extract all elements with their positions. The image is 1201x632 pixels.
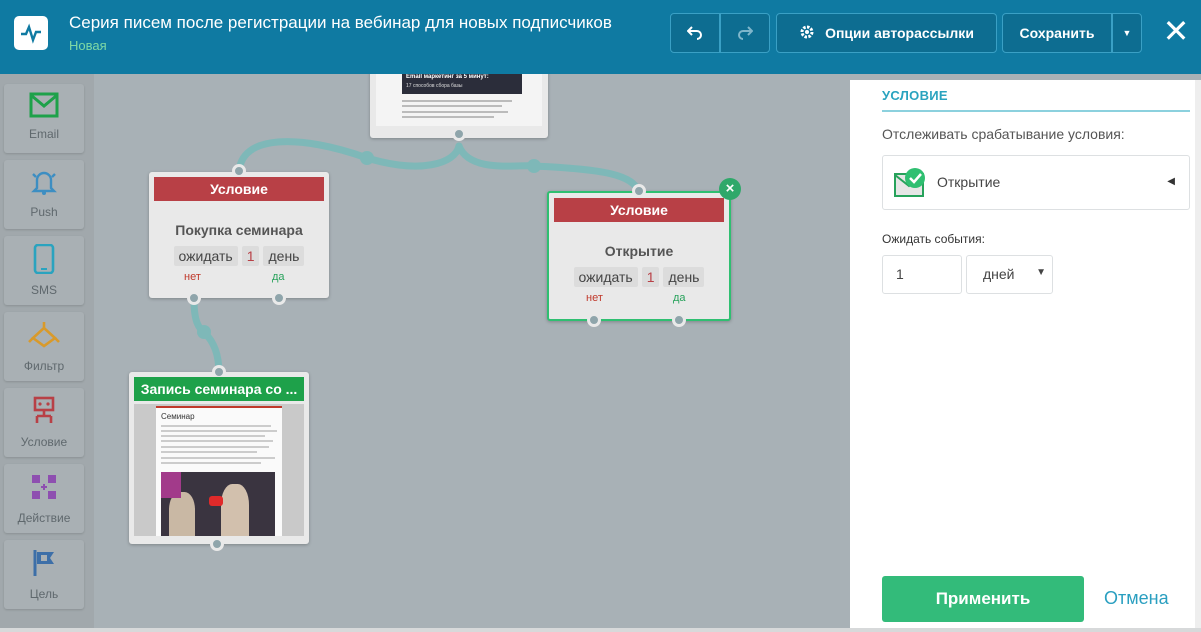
wait-unit-value: дней	[983, 266, 1015, 282]
condition-input-port[interactable]	[632, 184, 646, 198]
toolbar-item-sms[interactable]: SMS	[4, 236, 84, 305]
bottom-border	[0, 628, 1201, 632]
toolbar-item-label: Push	[30, 205, 58, 219]
chevron-down-icon: ▼	[1122, 28, 1132, 38]
branch-no-port[interactable]	[587, 313, 601, 327]
cancel-button[interactable]: Отмена	[1104, 588, 1169, 608]
top-bar: Серия писем после регистрации на вебинар…	[0, 0, 1201, 74]
campaign-status: Новая	[69, 38, 107, 53]
email-output-port[interactable]	[210, 537, 224, 551]
condition-node-header: Условие	[554, 198, 724, 222]
toolbar-item-label: Цель	[29, 587, 59, 601]
line-waypoint	[197, 325, 211, 339]
toolbar-item-label: SMS	[30, 283, 57, 297]
condition-type-select[interactable]: Открытие ◀	[882, 155, 1190, 210]
email-preview-title: Семинар	[161, 412, 195, 421]
panel-scrollbar[interactable]	[1195, 80, 1201, 628]
flow-canvas[interactable]: Email Push SMS Фильтр Условие	[0, 74, 850, 628]
panel-section-title: УСЛОВИЕ	[882, 88, 1190, 112]
wait-unit-select[interactable]: дней ▼	[966, 255, 1053, 294]
line-waypoint	[360, 151, 374, 165]
filter-icon	[27, 320, 61, 353]
email-opened-icon	[893, 166, 929, 203]
wait-value-input[interactable]: 1	[882, 255, 962, 294]
toolbar-item-label: Условие	[20, 435, 68, 449]
wait-unit: день	[263, 246, 305, 266]
track-condition-label: Отслеживать срабатывание условия:	[882, 126, 1125, 142]
toolbar-item-filter[interactable]: Фильтр	[4, 312, 84, 381]
line-waypoint	[527, 159, 541, 173]
wait-unit: день	[663, 267, 705, 287]
email-preview-video	[161, 472, 275, 536]
phone-icon	[29, 243, 59, 277]
toolbar-item-email[interactable]: Email	[4, 84, 84, 153]
toolbar-item-label: Фильтр	[23, 359, 65, 373]
wait-word: ожидать	[573, 267, 638, 287]
condition-node-header: Условие	[154, 177, 324, 201]
condition-type-value: Открытие	[937, 174, 1001, 190]
toolbar-item-label: Email	[28, 127, 59, 141]
email-preview: Семинар	[134, 404, 304, 536]
condition-node-name: Открытие	[604, 243, 674, 259]
email-preview-title: Email маркетинг за 5 минут:	[406, 74, 489, 80]
branch-no-label: нет	[586, 292, 603, 304]
undo-icon	[686, 24, 703, 43]
condition-icon	[29, 396, 59, 429]
undo-button[interactable]	[670, 13, 720, 53]
caret-left-icon: ◀	[1167, 176, 1175, 187]
wait-value: 1	[641, 267, 660, 287]
toolbar-item-label: Действие	[17, 511, 71, 525]
branch-yes-port[interactable]	[672, 313, 686, 327]
flag-icon	[29, 548, 59, 581]
block-toolbar: Email Push SMS Фильтр Условие	[0, 74, 94, 628]
branch-yes-label: да	[272, 271, 285, 283]
condition-input-port[interactable]	[232, 164, 246, 178]
app-logo-icon[interactable]	[14, 16, 48, 50]
condition-node[interactable]: Условие Покупка семинара ожидать 1 день …	[149, 164, 329, 305]
save-options-dropdown[interactable]: ▼	[1112, 13, 1142, 53]
toolbar-item-push[interactable]: Push	[4, 160, 84, 229]
email-preview-subtitle: 17 способов сбора базы	[406, 83, 463, 89]
wait-word: ожидать	[173, 246, 238, 266]
email-node-header: Запись семинара со ...	[134, 377, 304, 401]
branch-yes-port[interactable]	[272, 291, 286, 305]
apply-button[interactable]: Применить	[882, 576, 1084, 622]
gear-icon	[799, 24, 815, 43]
email-output-port[interactable]	[452, 127, 466, 141]
email-node[interactable]: Email маркетинг за 5 минут: 17 способов …	[370, 74, 548, 141]
wait-event-label: Ожидать события:	[882, 232, 985, 246]
redo-icon	[737, 24, 754, 43]
email-preview: Email маркетинг за 5 минут: 17 способов …	[376, 74, 542, 126]
play-icon	[209, 496, 223, 506]
connection-lines	[190, 138, 643, 378]
redo-button[interactable]	[720, 13, 770, 53]
close-icon[interactable]: ✕	[1162, 13, 1190, 49]
remove-node-icon[interactable]: ×	[719, 178, 741, 200]
condition-node-name: Покупка семинара	[175, 222, 303, 238]
toolbar-item-condition[interactable]: Условие	[4, 388, 84, 457]
envelope-icon	[29, 92, 59, 121]
condition-node-selected[interactable]: Условие Открытие ожидать 1 день нет да	[547, 184, 731, 327]
chevron-down-icon: ▼	[1036, 267, 1046, 278]
branch-yes-label: да	[673, 292, 686, 304]
toolbar-item-goal[interactable]: Цель	[4, 540, 84, 609]
toolbar-item-action[interactable]: Действие	[4, 464, 84, 533]
condition-node-wait: ожидать 1 день	[149, 246, 329, 266]
bell-icon	[29, 168, 59, 199]
save-button[interactable]: Сохранить	[1002, 13, 1112, 53]
autoresponder-options-button[interactable]: Опции авторассылки	[776, 13, 997, 53]
campaign-title[interactable]: Серия писем после регистрации на вебинар…	[69, 13, 612, 32]
autoresponder-options-label: Опции авторассылки	[825, 25, 974, 41]
action-icon	[29, 472, 59, 505]
condition-node-wait: ожидать 1 день	[549, 267, 729, 287]
email-preview-image: Email маркетинг за 5 минут: 17 способов …	[402, 74, 522, 94]
branch-no-port[interactable]	[187, 291, 201, 305]
wait-value: 1	[241, 246, 260, 266]
email-node[interactable]: Запись семинара со ... Семинар	[129, 365, 309, 551]
branch-no-label: нет	[184, 271, 201, 283]
